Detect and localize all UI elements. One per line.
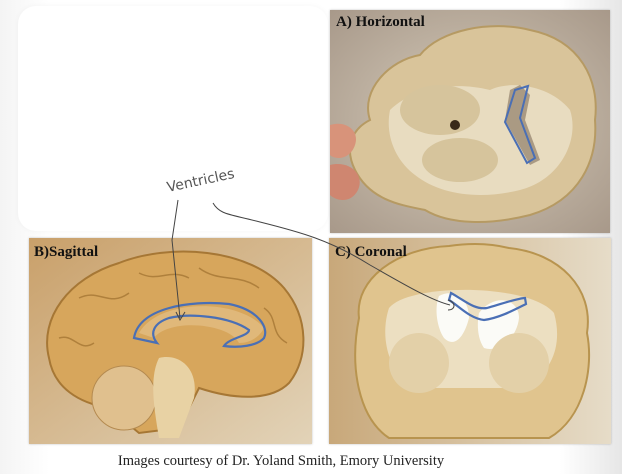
handwriting-notes-area: [18, 6, 328, 231]
panel-label-coronal: C) Coronal: [335, 244, 407, 260]
ventricle-outline-horizontal: [503, 84, 537, 165]
horizontal-brain-illustration: [330, 10, 610, 233]
image-credit-caption: Images courtesy of Dr. Yoland Smith, Emo…: [107, 448, 455, 474]
ventricle-outline-coronal: [447, 291, 528, 322]
sagittal-brain-section-image: B)Sagittal: [29, 238, 312, 444]
coronal-brain-illustration: [329, 238, 611, 444]
coronal-brain-section-image: C) Coronal: [329, 238, 611, 444]
horizontal-brain-section-image: A) Horizontal: [330, 10, 610, 233]
panel-label-sagittal: B)Sagittal: [34, 244, 99, 260]
panel-label-horizontal: A) Horizontal: [336, 14, 425, 30]
sagittal-brain-illustration: [29, 238, 312, 444]
ventricle-outline-sagittal: [132, 301, 267, 348]
